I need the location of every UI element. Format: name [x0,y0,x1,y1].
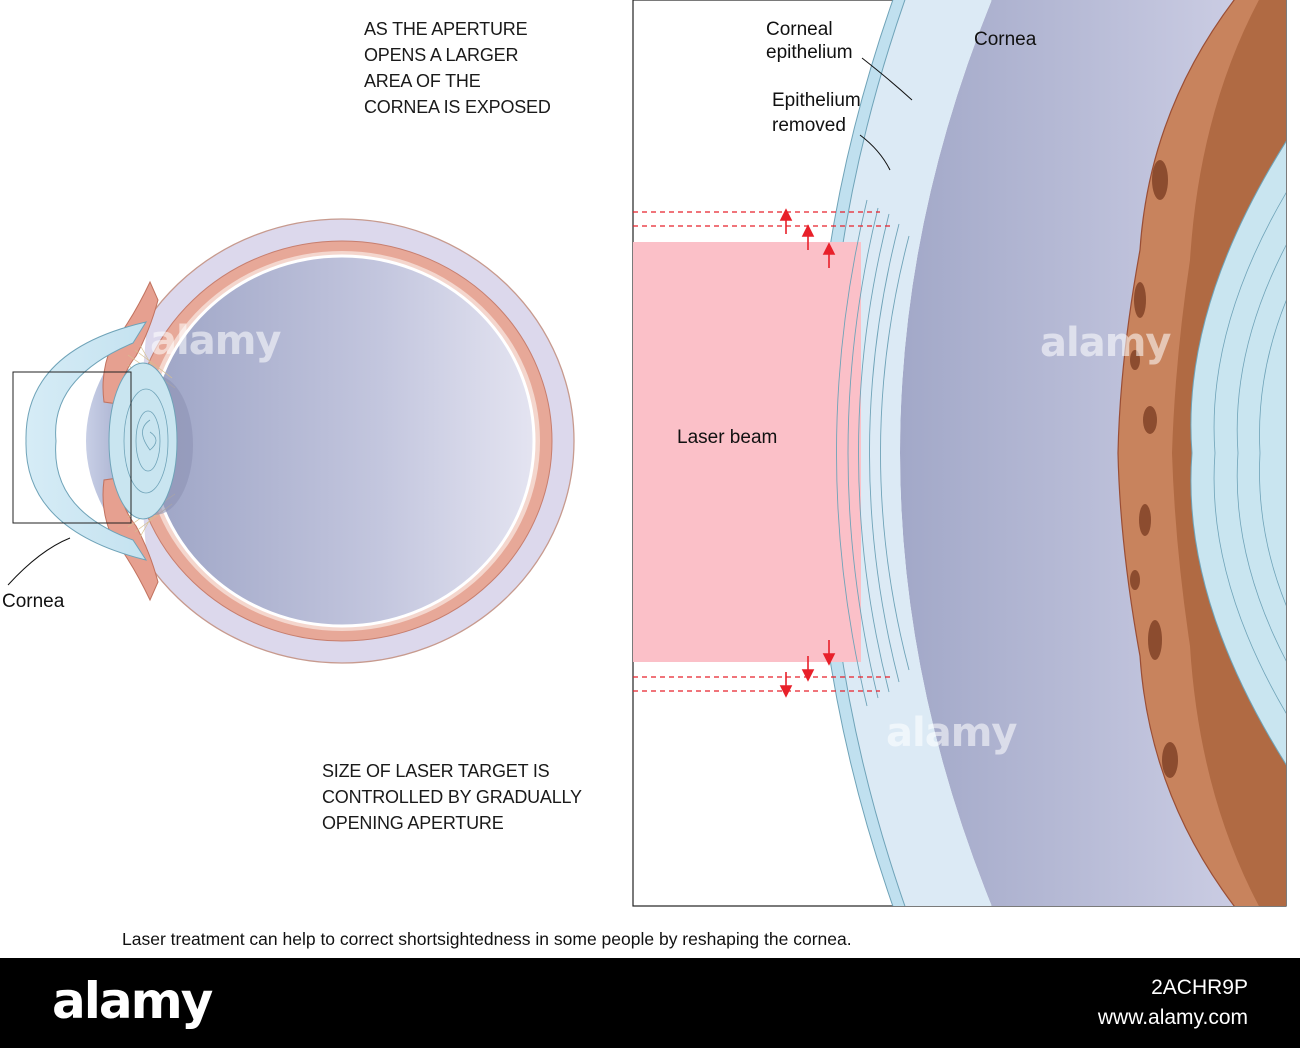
epithelium-removed-label: Epithelium removed [772,88,861,138]
footer-bar: alamy 2ACHR9P www.alamy.com [0,958,1300,1048]
corneal-epithelium-label-line: epithelium [766,42,853,63]
target-note-line: OPENING APERTURE [322,813,504,833]
site-url: www.alamy.com [1097,1006,1248,1029]
brand-logo: alamy [52,972,213,1030]
target-note-line: CONTROLLED BY GRADUALLY [322,787,582,807]
eye-cross-section [7,218,575,664]
lens [108,362,178,520]
detail-panel [632,0,1287,907]
epithelium-removed-label-line: Epithelium [772,90,861,111]
epithelium-pointer [861,57,913,101]
aperture-note-line: OPENS A LARGER [364,45,519,65]
lens-detail [1190,140,1286,766]
caption: Laser treatment can help to correct shor… [122,929,852,949]
aperture-note-line: AREA OF THE [364,71,481,91]
removed-pointer [859,134,891,171]
aperture-arrows [779,208,836,698]
detail-cornea-label: Cornea [974,29,1037,50]
ablation-layers [836,199,910,707]
target-note: SIZE OF LASER TARGET IS CONTROLLED BY GR… [322,758,582,836]
corneal-epithelium-label: Corneal epithelium [766,18,853,64]
aperture-note-line: AS THE APERTURE [364,19,528,39]
cornea-label: Cornea [2,591,65,612]
watermark: alamy [886,710,1017,756]
illustration [7,0,1287,907]
target-note-line: SIZE OF LASER TARGET IS [322,761,550,781]
corneal-stroma [822,0,992,906]
cornea-pointer [7,537,71,586]
corneal-epithelium-label-line: Corneal [766,19,833,40]
watermark: alamy [150,318,281,364]
vitreous-body [148,254,536,628]
image-id: 2ACHR9P [1151,976,1248,999]
aperture-note-line: CORNEA IS EXPOSED [364,97,551,117]
zoom-box [12,371,132,524]
cornea-left [25,321,148,561]
laser-beam [633,242,861,662]
aperture-guides [633,211,890,692]
laser-beam-label: Laser beam [677,427,778,448]
aperture-note: AS THE APERTURE OPENS A LARGER AREA OF T… [364,16,551,120]
watermark: alamy [1040,320,1171,366]
epithelium-removed-label-line: removed [772,115,846,136]
